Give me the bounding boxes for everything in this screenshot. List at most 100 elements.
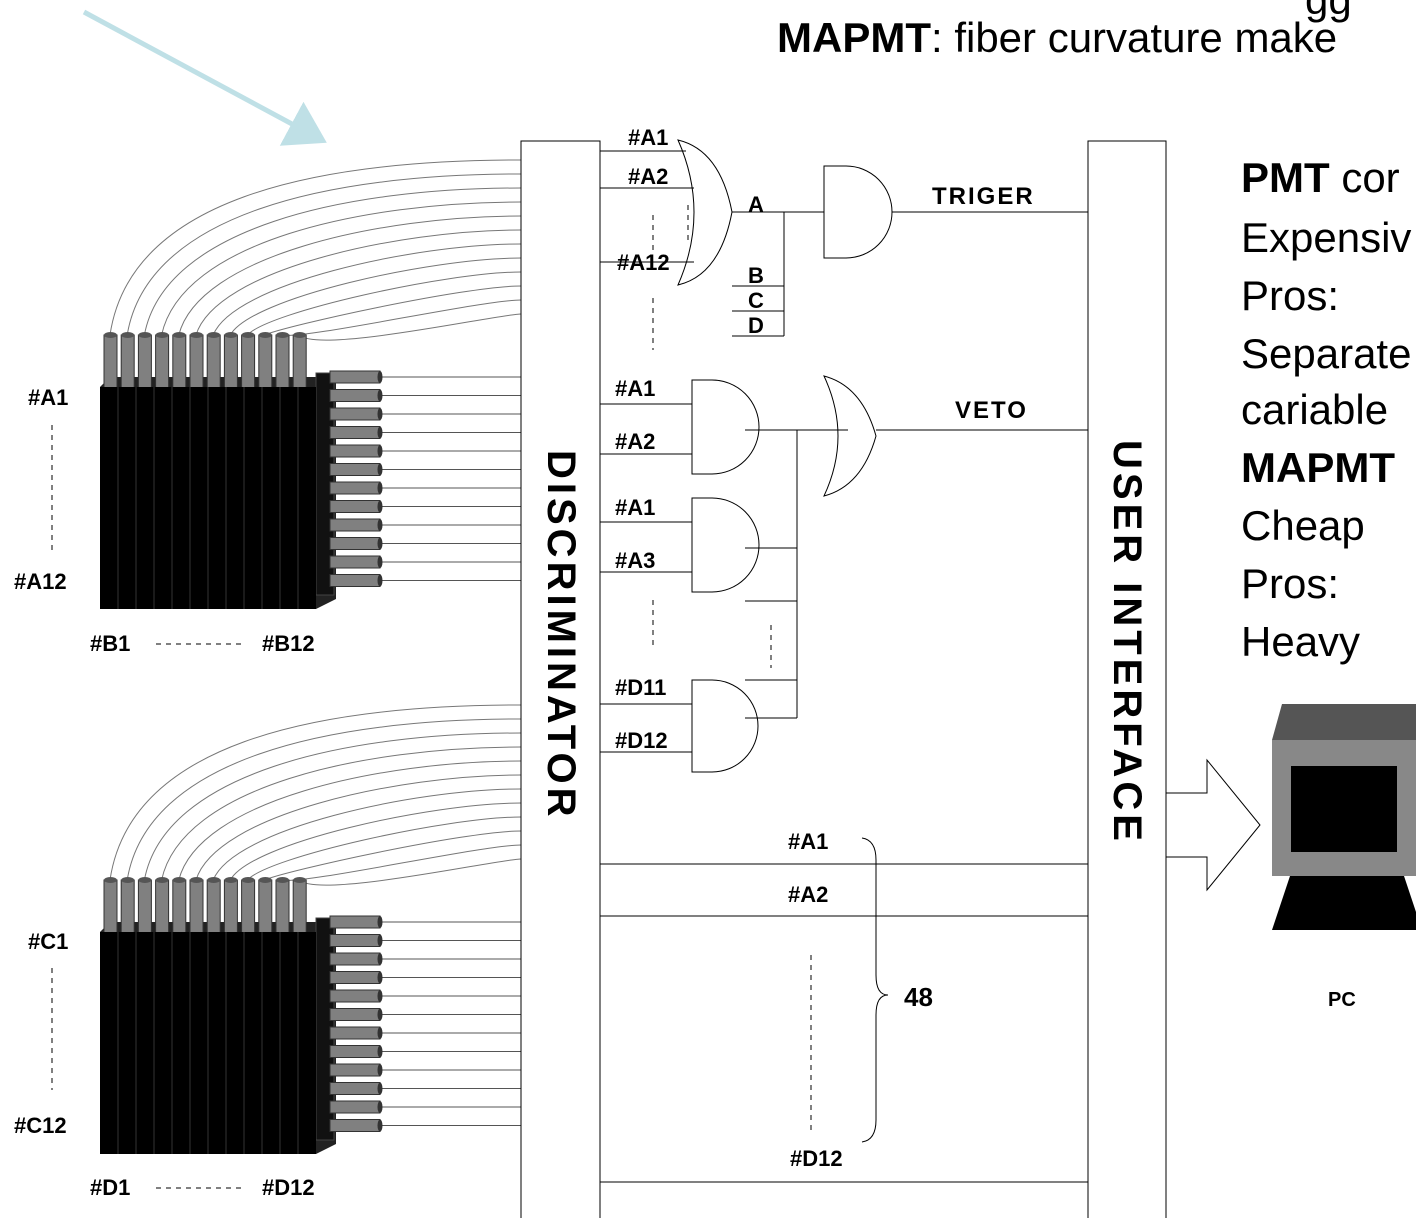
and-gate-1 [691, 379, 760, 475]
pmt-side-cap [377, 519, 383, 531]
pmt-side-cap [377, 953, 383, 965]
pmt-top-cap [121, 332, 135, 338]
pmt-top-tube [103, 879, 118, 935]
or-output-label: A [748, 192, 764, 217]
curved-fiber [143, 187, 522, 336]
bus-count: 48 [904, 982, 933, 1012]
pmt-side-tube [329, 915, 381, 929]
pmt-top-tube [189, 334, 204, 390]
pmt-top-tube [172, 879, 187, 935]
pmt-top-tube [206, 879, 221, 935]
pmt-top-cap [138, 332, 152, 338]
note-heavy: Heavy [1241, 618, 1360, 665]
trigger-label: TRIGER [932, 183, 1035, 210]
pmt-top-cap [258, 877, 272, 883]
or-input-1: #A1 [628, 125, 668, 150]
curved-fiber [212, 243, 522, 336]
or-gate-veto [823, 375, 877, 497]
pmt-top-tube [223, 334, 238, 390]
curved-fiber [298, 313, 522, 341]
curved-fiber [109, 159, 522, 336]
veto-label: VETO [955, 397, 1028, 424]
note-pros-2: Pros: [1241, 560, 1339, 607]
pmt-module-bottom [100, 877, 383, 1154]
output-arrow [1166, 758, 1261, 892]
module-top-bottom-right: #B12 [262, 631, 315, 656]
pmt-side-tube [329, 370, 381, 384]
pmt-top-cap [276, 332, 289, 338]
pmt-top-cap [293, 332, 307, 338]
note-pros-1: Pros: [1241, 272, 1339, 319]
user-interface-box [1087, 140, 1167, 1218]
pmt-side-cap [377, 916, 383, 928]
or-input-2: #A2 [628, 164, 668, 189]
pmt-side-cap [377, 463, 383, 476]
bus-label-a1: #A1 [788, 829, 828, 854]
note-pmt: PMT cor [1241, 154, 1400, 201]
module-bottom-bottom-left: #D1 [90, 1175, 130, 1200]
pmt-top-cap [224, 877, 238, 883]
pmt-side-tube [329, 934, 381, 947]
pc-icon [1272, 704, 1416, 930]
pmt-top-tube [275, 334, 290, 390]
curved-fiber [178, 760, 522, 881]
curved-fiber [195, 229, 522, 336]
pmt-side-cap [377, 934, 383, 947]
pmt-top-cap [172, 332, 186, 338]
module-bottom-left-top: #C1 [28, 929, 68, 954]
pmt-side-tube [329, 518, 381, 532]
curved-fiber [161, 746, 522, 881]
pmt-side-cap [377, 1082, 383, 1095]
curved-fiber [247, 816, 522, 881]
and-gate-trigger [823, 165, 893, 259]
pmt-side-cap [377, 408, 383, 420]
pmt-top-tube [120, 334, 135, 390]
pmt-top-cap [207, 877, 221, 883]
curved-fiber [178, 215, 522, 336]
pmt-side-tube [329, 463, 381, 476]
pmt-top-cap [207, 332, 221, 338]
pmt-top-tube [137, 334, 152, 390]
curved-fiber [126, 173, 522, 336]
pmt-side-tube [329, 407, 381, 421]
user-interface-label: USER INTERFACE [1105, 440, 1149, 845]
or-c-label: C [748, 288, 764, 313]
pmt-top-cap [224, 332, 238, 338]
curved-fiber [281, 299, 522, 336]
pmt-top-cap [104, 877, 117, 883]
pmt-side-tube [329, 555, 381, 569]
curved-fiber [195, 774, 522, 881]
pmt-side-tube [329, 1082, 381, 1095]
pmt-side-cap [377, 426, 383, 439]
curved-fiber [281, 844, 522, 881]
pmt-top-tube [189, 879, 204, 935]
pmt-side-tube [329, 1063, 381, 1077]
pmt-top-tube [206, 334, 221, 390]
header-mapmt: MAPMT [777, 14, 931, 61]
module-top-left-bottom: #A12 [14, 569, 67, 594]
curved-fiber [212, 788, 522, 881]
fiber-bundle [109, 159, 522, 1126]
pmt-top-cap [241, 877, 255, 883]
pmt-side-cap [377, 556, 383, 568]
pmt-top-tube [155, 879, 170, 935]
module-bottom-left-bottom: #C12 [14, 1113, 67, 1138]
pmt-side-tube [329, 1045, 381, 1058]
or-input-12: #A12 [617, 250, 670, 275]
pmt-side-tube [329, 444, 381, 458]
pmt-top-cap [155, 332, 169, 338]
pmt-top-tube [292, 879, 307, 935]
header-rest: : fiber curvature make [931, 14, 1337, 61]
pmt-side-tube [329, 1100, 381, 1114]
pmt-side-cap [377, 537, 383, 550]
pmt-top-tube [258, 334, 273, 390]
pmt-top-cap [190, 332, 203, 338]
pmt-side-tube [329, 574, 381, 587]
bus-label-a2: #A2 [788, 882, 828, 907]
pmt-side-tube [329, 952, 381, 966]
pmt-top-cap [138, 877, 152, 883]
pmt-top-tube [241, 879, 256, 935]
note-cariable: cariable [1241, 386, 1388, 433]
